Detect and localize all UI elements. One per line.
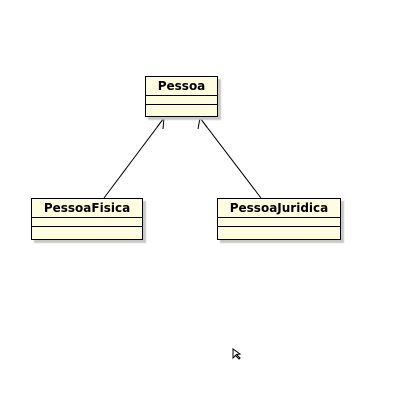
generalization-juridica-to-pessoa[interactable] <box>197 116 262 199</box>
class-pessoa[interactable]: Pessoa <box>145 76 218 117</box>
class-name: PessoaJuridica <box>218 199 340 218</box>
class-pessoa-juridica[interactable]: PessoaJuridica <box>217 198 341 240</box>
attributes-compartment <box>32 218 142 227</box>
attributes-compartment <box>218 218 340 227</box>
class-name: Pessoa <box>146 77 217 96</box>
attributes-compartment <box>146 96 217 105</box>
operations-compartment <box>146 105 217 115</box>
generalization-fisica-to-pessoa[interactable] <box>103 116 165 199</box>
class-pessoa-fisica[interactable]: PessoaFisica <box>31 198 143 240</box>
operations-compartment <box>32 227 142 237</box>
operations-compartment <box>218 227 340 237</box>
class-name: PessoaFisica <box>32 199 142 218</box>
mouse-pointer-icon <box>232 348 242 360</box>
